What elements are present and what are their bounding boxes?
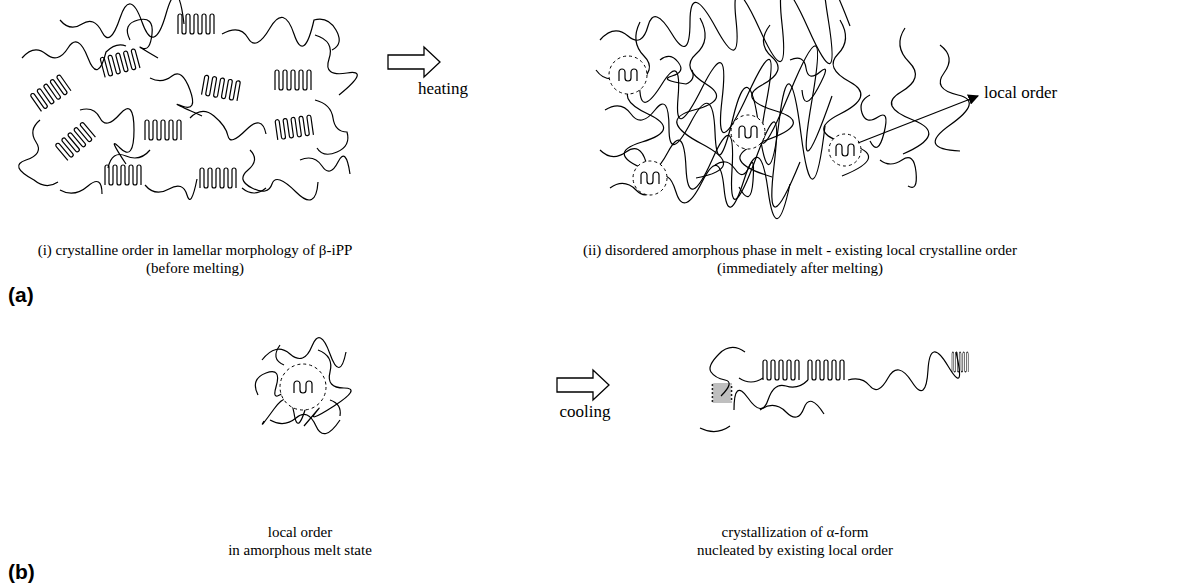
panel-tag: (b): [8, 560, 35, 584]
caption-line: nucleated by existing local order: [697, 541, 893, 559]
leader-arrow: [858, 96, 978, 143]
caption-line: (i) crystalline order in lamellar morpho…: [38, 241, 353, 259]
process-label: cooling: [560, 403, 611, 421]
alpha-crystals: [700, 347, 968, 431]
caption-line: in amorphous melt state: [228, 541, 372, 559]
melt-chains: [596, 0, 969, 219]
melt-blob: [255, 338, 351, 434]
caption-line: crystallization of α-form: [722, 523, 869, 541]
local-order-circles: [609, 56, 861, 195]
caption-line: local order: [268, 523, 333, 541]
caption-line: (immediately after melting): [717, 259, 883, 277]
local-order-circle: [280, 364, 326, 410]
callout-label: local order: [984, 84, 1057, 102]
lamellar-morphology: [19, 0, 358, 200]
local-order-folds: [619, 69, 854, 184]
process-label: heating: [418, 80, 468, 98]
panel-tag: (a): [8, 283, 34, 307]
caption-line: (ii) disordered amorphous phase in melt …: [583, 241, 1017, 259]
process-arrow: [557, 370, 609, 400]
process-arrow: [388, 47, 440, 77]
caption-line: (before melting): [146, 259, 244, 277]
